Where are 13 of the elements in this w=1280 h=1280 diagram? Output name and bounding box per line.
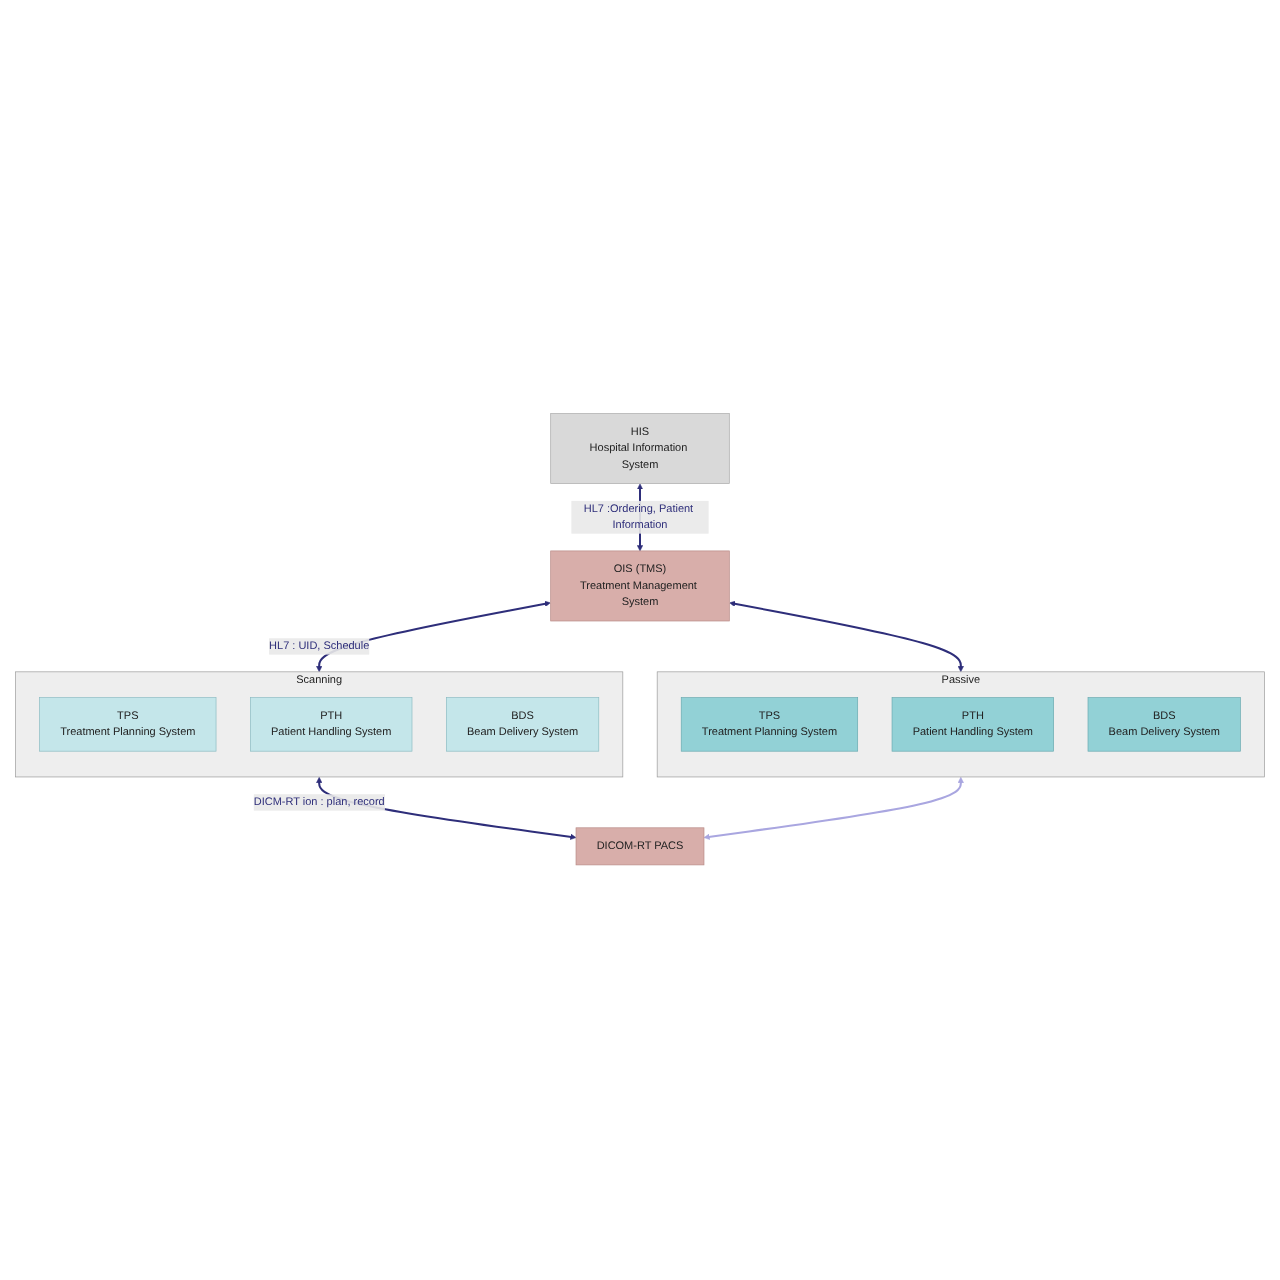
node-box [575,828,705,867]
node-box [1087,698,1241,753]
arrow [703,777,964,841]
node-box [891,698,1054,753]
node-box [39,698,217,753]
node-box [250,698,413,753]
node-box [680,698,859,753]
cluster [15,672,624,779]
node-box [550,551,730,623]
node-box [446,698,600,753]
cluster [656,672,1265,779]
arrow [729,601,964,673]
node-box [550,413,730,485]
